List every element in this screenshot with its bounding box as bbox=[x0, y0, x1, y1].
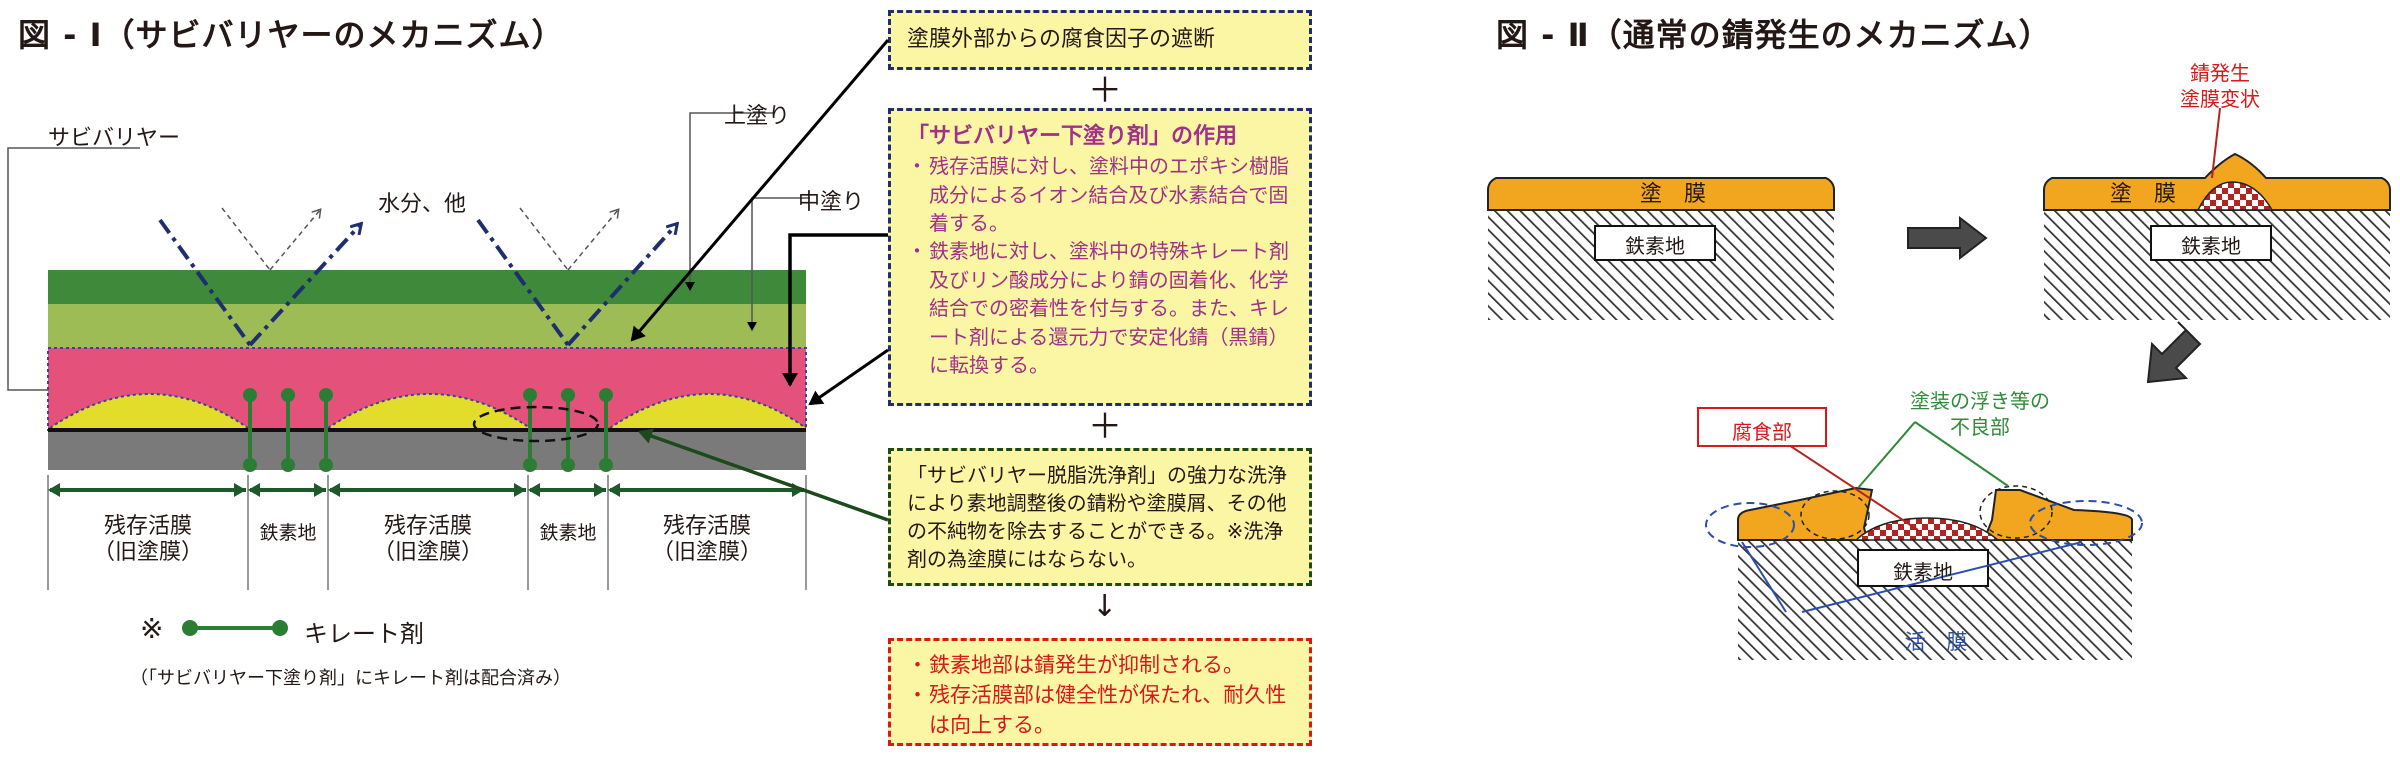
highlight-ellipse bbox=[472, 405, 600, 443]
legend-chelate-symbol bbox=[182, 620, 288, 636]
coating-3-right bbox=[1982, 489, 2133, 541]
coating-label-2: 塗 膜 bbox=[2110, 182, 2177, 207]
primer-list: 残存活膜に対し、塗料中のエポキシ樹脂成分によるイオン結合及び水素結合で固着する。… bbox=[907, 152, 1293, 379]
rust-spot-2 bbox=[2196, 181, 2274, 211]
cleaner-text: 「サビバリヤー脱脂洗浄剤」の強力な洗浄により素地調整後の錆粉や塗膜屑、その他の不… bbox=[907, 463, 1287, 571]
active-film-marker-left bbox=[1705, 502, 1795, 548]
active-film-marker-right bbox=[2029, 500, 2143, 546]
primer-item-2: 鉄素地に対し、塗料中の特殊キレート剤及びリン酸成分により錆の固着化、化学結合での… bbox=[907, 237, 1293, 379]
cleaner-box: 「サビバリヤー脱脂洗浄剤」の強力な洗浄により素地調整後の錆粉や塗膜屑、その他の不… bbox=[888, 448, 1312, 586]
label-top-coat: 上塗り bbox=[724, 104, 791, 129]
segment-label-3: 残存活膜 （旧塗膜） bbox=[372, 514, 483, 566]
coating-1 bbox=[1487, 177, 1835, 211]
active-film-leader-right bbox=[1801, 541, 2083, 613]
segment-label-2: 鉄素地 bbox=[259, 522, 317, 544]
rust-leader bbox=[2211, 107, 2221, 179]
active-film-leader-left bbox=[1741, 541, 1787, 613]
steel-box-1 bbox=[1594, 225, 1716, 261]
steel-label-3: 鉄素地 bbox=[1893, 560, 1953, 584]
top-coat-leader bbox=[685, 112, 775, 291]
old-film-2 bbox=[328, 394, 530, 428]
segment-label-5: 残存活膜 （旧塗膜） bbox=[651, 514, 762, 566]
plus-sign-2: ＋ bbox=[1088, 407, 1122, 447]
result-list: 鉄素地部は錆発生が抑制される。 残存活膜部は健全性が保たれ、耐久性は向上する。 bbox=[907, 651, 1293, 740]
coating-2 bbox=[2043, 152, 2391, 211]
defect-leader-right bbox=[1914, 421, 2009, 487]
defect-label: 塗装の浮き等の 不良部 bbox=[1910, 389, 2050, 439]
legend-mark: ※ bbox=[140, 612, 164, 645]
steel-layer bbox=[48, 430, 806, 470]
steel-box-3 bbox=[1857, 549, 1989, 587]
label-mid-coat: 中塗り bbox=[798, 190, 865, 215]
segment-label-4: 鉄素地 bbox=[539, 522, 597, 544]
sabibarrier-leader bbox=[7, 147, 140, 391]
result-item-1: 鉄素地部は錆発生が抑制される。 bbox=[907, 651, 1293, 681]
corrosion-area bbox=[1854, 517, 2001, 541]
defect-marker-right bbox=[1979, 485, 2053, 539]
coating-label-1: 塗 膜 bbox=[1640, 182, 1707, 207]
mid-coat-layer bbox=[48, 304, 806, 348]
fig2-title: 図 - Ⅱ（通常の錆発生のメカニズム） bbox=[1496, 16, 2052, 54]
shielding-text: 塗膜外部からの腐食因子の遮断 bbox=[907, 27, 1216, 52]
steel-box-2 bbox=[2150, 225, 2272, 261]
segment-label-1: 残存活膜 （旧塗膜） bbox=[92, 514, 203, 566]
active-film-label: 活 膜 bbox=[1904, 630, 1968, 654]
plus-sign-1: ＋ bbox=[1088, 71, 1122, 111]
chelate-agents bbox=[243, 388, 613, 472]
top-coat-layer bbox=[48, 270, 806, 304]
label-water: 水分、他 bbox=[378, 192, 467, 217]
rust-label: 錆発生 塗膜変状 bbox=[2180, 61, 2260, 111]
primer-item-1: 残存活膜に対し、塗料中のエポキシ樹脂成分によるイオン結合及び水素結合で固着する。 bbox=[907, 152, 1293, 237]
corrosion-label-box bbox=[1697, 407, 1827, 447]
old-film-3 bbox=[610, 394, 806, 428]
arrow-right-icon bbox=[1907, 215, 1988, 261]
fig1-title: 図 - Ⅰ（サビバリヤーのメカニズム） bbox=[18, 16, 565, 54]
steel-label-1: 鉄素地 bbox=[1625, 234, 1685, 258]
defect-marker-left bbox=[1800, 490, 1870, 540]
legend-note: （「サビバリヤー下塗り剤」にキレート剤は配合済み） bbox=[130, 668, 571, 689]
arrow-down-left-icon bbox=[2146, 321, 2202, 384]
fig2-diagram bbox=[1487, 107, 2391, 660]
result-box: 鉄素地部は錆発生が抑制される。 残存活膜部は健全性が保たれ、耐久性は向上する。 bbox=[888, 638, 1312, 746]
legend-label: キレート剤 bbox=[304, 620, 424, 648]
result-item-2: 残存活膜部は健全性が保たれ、耐久性は向上する。 bbox=[907, 681, 1293, 741]
down-arrow: ↓ bbox=[1092, 589, 1118, 624]
label-sabibarrier: サビバリヤー bbox=[48, 126, 181, 151]
steel-label-2: 鉄素地 bbox=[2181, 234, 2241, 258]
coating-3-left bbox=[1737, 486, 1874, 541]
primer-title: 「サビバリヤー下塗り剤」の作用 bbox=[907, 124, 1238, 149]
primer-box: 「サビバリヤー下塗り剤」の作用 残存活膜に対し、塗料中のエポキシ樹脂成分によるイ… bbox=[888, 108, 1312, 406]
shielding-box: 塗膜外部からの腐食因子の遮断 bbox=[888, 10, 1312, 70]
defect-leader-left bbox=[1857, 421, 1916, 489]
corrosion-label: 腐食部 bbox=[1732, 420, 1792, 444]
